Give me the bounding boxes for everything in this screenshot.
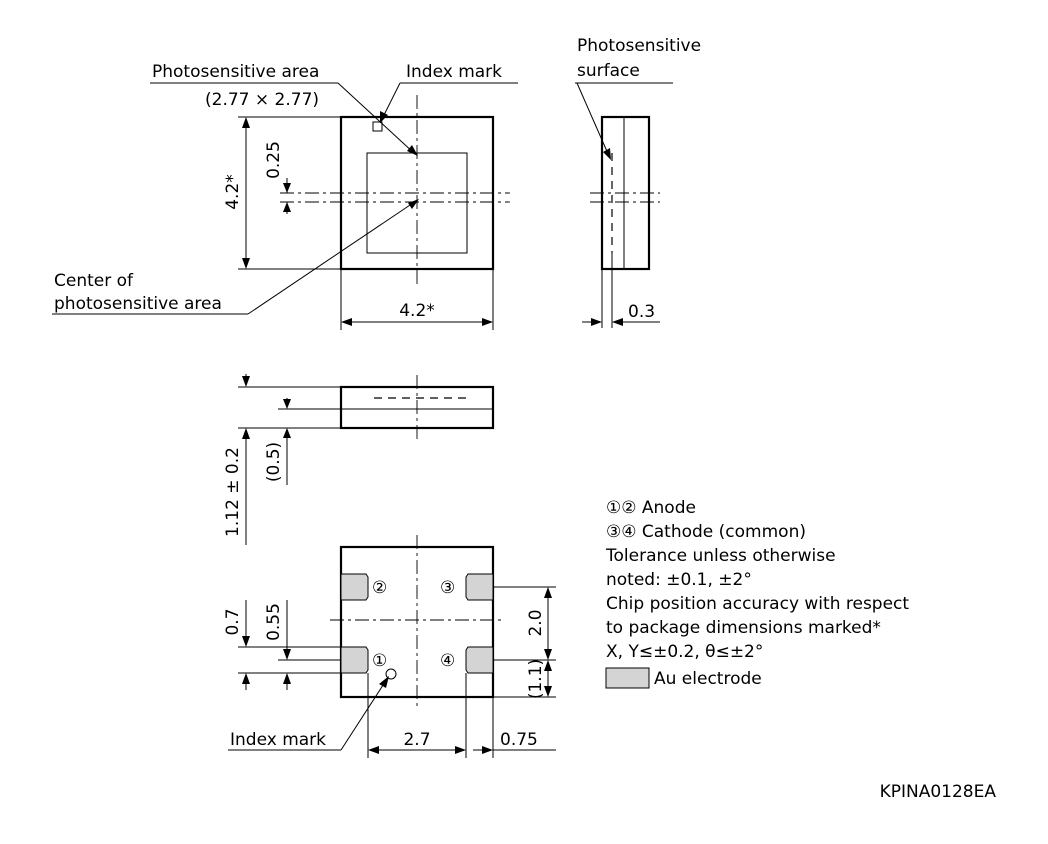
note-chip-l1: Chip position accuracy with respect	[606, 594, 909, 614]
electrode-pad-3	[465, 573, 494, 601]
electrode-pad-1	[340, 646, 369, 674]
legend-electrode-swatch	[605, 667, 650, 689]
dim-pad-offset: (1.1)	[526, 659, 546, 699]
note-tolerance-l2: noted: ±0.1, ±2°	[606, 570, 752, 590]
dim-pad-pitch-v: 2.0	[526, 609, 546, 636]
note-cathode: ③④ Cathode (common)	[606, 522, 806, 542]
side-view: 0.3 Photosensitive surface	[575, 36, 701, 328]
pin-2-label: ②	[372, 578, 387, 598]
pin-4-label: ④	[440, 651, 455, 671]
note-chip-l2: to package dimensions marked*	[606, 618, 881, 638]
note-chip-l3: X, Y≤±0.2, θ≤±2°	[606, 642, 763, 662]
dim-chip-height: (0.5)	[264, 442, 284, 482]
dim-pad-height: 0.7	[223, 608, 243, 635]
dim-total-height: 1.12 ± 0.2	[223, 447, 243, 537]
photosensitive-surface-l2: surface	[577, 61, 640, 81]
pin-1-label: ①	[372, 651, 387, 671]
dim-top-width: 4.2*	[399, 301, 435, 321]
bottom-view: ② ③ ① ④ Index mark 0.7 0.55 2.0	[223, 535, 556, 758]
dim-side-thickness: 0.3	[628, 302, 655, 322]
top-view: 4.2* 0.25 4.2* Photosensitive area (2.77…	[52, 62, 518, 330]
dim-pad-edge: 0.75	[500, 730, 538, 750]
center-label-l2: photosensitive area	[54, 294, 222, 314]
photosensitive-area-label: Photosensitive area	[152, 62, 319, 82]
index-mark-square	[372, 121, 383, 132]
photosensitive-area-size: (2.77 × 2.77)	[205, 90, 319, 110]
note-anode: ①② Anode	[606, 498, 696, 518]
electrode-pad-2	[340, 573, 369, 601]
dim-pad-inner: 0.55	[264, 603, 284, 641]
legend-electrode-label: Au electrode	[654, 669, 762, 689]
index-mark-bottom-label: Index mark	[230, 730, 326, 750]
index-mark-top-label: Index mark	[406, 62, 502, 82]
note-tolerance-l1: Tolerance unless otherwise	[605, 546, 836, 566]
photosensitive-surface-l1: Photosensitive	[577, 36, 701, 56]
notes: ①② Anode ③④ Cathode (common) Tolerance u…	[605, 498, 909, 689]
center-label-l1: Center of	[54, 271, 134, 291]
dim-top-height: 4.2*	[223, 174, 243, 210]
dim-offset: 0.25	[264, 141, 284, 179]
pin-3-label: ③	[440, 578, 455, 598]
index-mark-circle	[385, 668, 397, 680]
front-view: 1.12 ± 0.2 (0.5)	[223, 374, 495, 545]
drawing-code: KPINA0128EA	[880, 782, 997, 802]
dim-pad-pitch-h: 2.7	[403, 730, 430, 750]
electrode-pad-4	[465, 646, 494, 674]
